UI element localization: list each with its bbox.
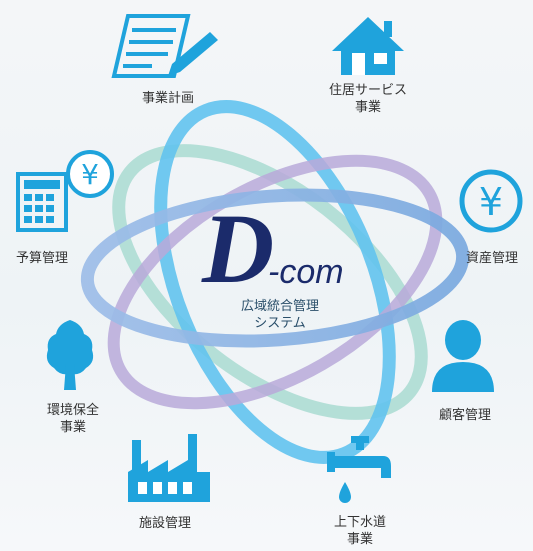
svg-text:¥: ¥ xyxy=(81,158,99,191)
svg-text:¥: ¥ xyxy=(479,180,503,224)
ring-mint xyxy=(112,144,428,420)
dcom-logo: D -com xyxy=(201,193,344,300)
ring-cyan xyxy=(154,100,396,464)
house-icon xyxy=(332,17,404,75)
label-asset-management: 資産管理 xyxy=(465,251,518,266)
center-subtitle-line1: 広域統合管理 xyxy=(240,299,319,314)
label-housing-services: 住居サービス 事業 xyxy=(328,83,407,115)
calculator-yen-icon: ¥ xyxy=(16,150,114,232)
label-budget-management: 予算管理 xyxy=(15,251,68,266)
center-subtitle-line2: システム xyxy=(254,316,306,331)
logo-letter: D xyxy=(201,193,274,300)
faucet-icon xyxy=(327,436,391,503)
label-environmental-conservation: 環境保全 事業 xyxy=(46,403,99,435)
label-project-planning: 事業計画 xyxy=(141,91,194,106)
center-subtitle: 広域統合管理 システム xyxy=(215,298,345,332)
document-pen-icon xyxy=(111,14,218,78)
label-facility-management: 施設管理 xyxy=(138,516,191,531)
ring-blue xyxy=(80,188,470,348)
yen-circle-icon: ¥ xyxy=(459,169,523,233)
tree-icon xyxy=(46,320,94,390)
label-water-sewer: 上下水道 事業 xyxy=(333,515,386,547)
logo-suffix: -com xyxy=(268,253,344,291)
factory-icon xyxy=(128,434,210,502)
label-customer-management: 顧客管理 xyxy=(438,408,491,423)
person-icon xyxy=(432,320,494,392)
